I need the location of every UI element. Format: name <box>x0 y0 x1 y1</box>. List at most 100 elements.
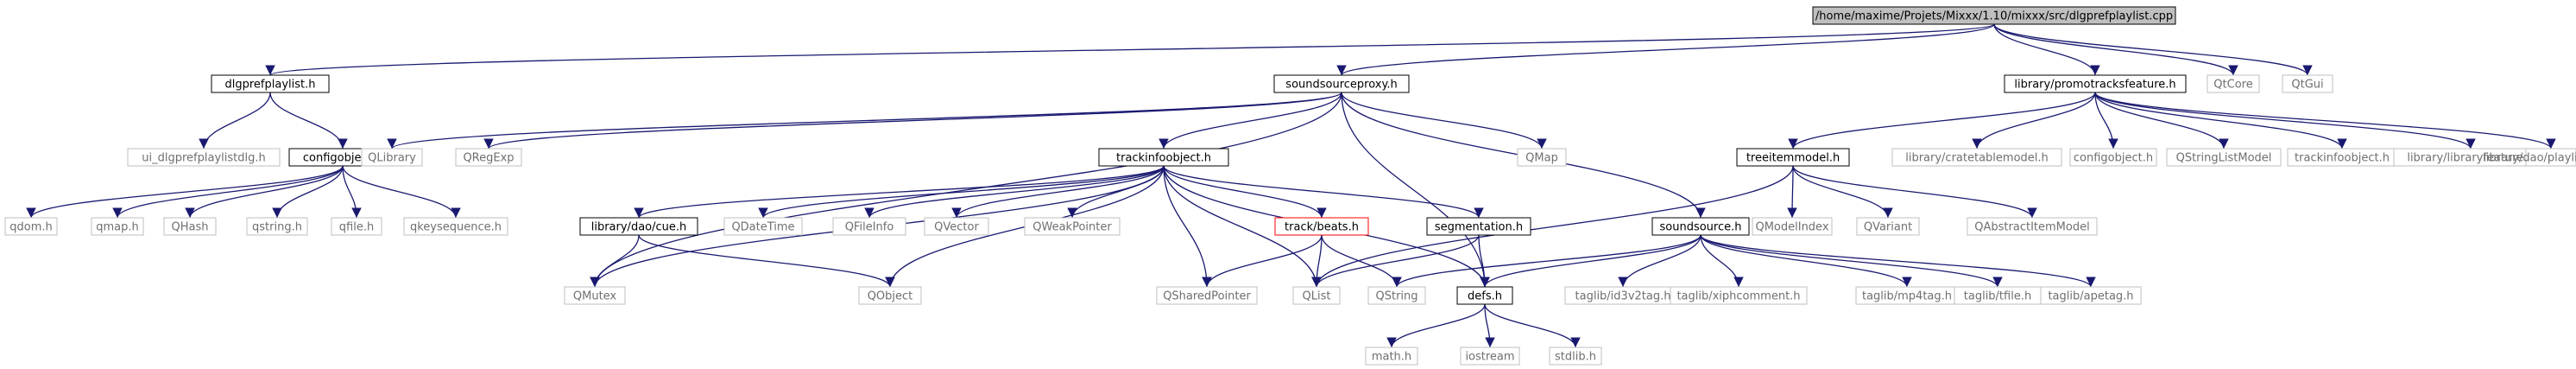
graph-node: stdlib.h <box>1549 347 1602 366</box>
include-edge <box>1700 234 2003 288</box>
node-box <box>2166 148 2282 167</box>
graph-node: QList <box>1292 286 1341 305</box>
node-box <box>127 148 281 167</box>
node-box <box>4 217 58 236</box>
graph-node[interactable]: track/beats.h <box>1274 217 1369 236</box>
graph-node: qkeysequence.h <box>403 217 508 236</box>
graph-node[interactable]: /home/maxime/Projets/Mixxx/1.10/mixxx/sr… <box>1812 6 2176 25</box>
node-label: QMap <box>1525 152 1558 165</box>
node-box <box>723 217 803 236</box>
node-box <box>1752 217 1833 236</box>
node-label: taglib/xiphcomment.h <box>1676 290 1800 303</box>
node-box <box>361 148 423 167</box>
node-label: library/dao/playlistdao.h <box>2483 152 2576 165</box>
graph-node: QFileInfo <box>832 217 906 236</box>
include-edge <box>638 234 895 288</box>
node-label: trackinfoobject.h <box>1116 152 1211 165</box>
graph-node[interactable]: library/dao/cue.h <box>579 217 698 236</box>
graph-node[interactable]: library/promotracksfeature.h <box>2004 74 2187 93</box>
node-label: QObject <box>868 290 913 303</box>
node-label: qstring.h <box>252 221 302 234</box>
graph-node[interactable]: treeitemmodel.h <box>1736 148 1850 167</box>
include-edge <box>1386 303 1486 348</box>
node-box <box>924 217 989 236</box>
node-label: QtCore <box>2213 79 2252 92</box>
node-label: QVariant <box>1864 221 1912 234</box>
graph-node: QVector <box>924 217 989 236</box>
graph-node: library/dao/playlistdao.h <box>2483 148 2576 167</box>
include-edge <box>26 165 344 219</box>
node-label: math.h <box>1372 351 1411 364</box>
node-box <box>246 217 308 236</box>
include-edge <box>1202 234 1323 288</box>
node-box <box>1098 148 1229 167</box>
graph-node[interactable]: dlgprefplaylist.h <box>211 74 330 93</box>
node-box <box>564 286 626 305</box>
graph-node: QtCore <box>2207 74 2260 93</box>
node-label: QtGui <box>2291 79 2323 92</box>
include-edge <box>1480 234 1702 288</box>
graph-node: taglib/apetag.h <box>2040 286 2142 305</box>
include-edge <box>1392 234 1702 288</box>
include-edge <box>1787 165 1797 219</box>
node-label: taglib/tfile.h <box>1964 290 2031 303</box>
node-label: QSharedPointer <box>1163 290 1251 303</box>
include-edge <box>1484 303 1495 348</box>
node-label: soundsourceproxy.h <box>1285 79 1397 92</box>
graph-node: QLibrary <box>361 148 423 167</box>
node-box <box>1549 347 1602 366</box>
node-label: QStringListModel <box>2176 152 2272 165</box>
graph-node[interactable]: segmentation.h <box>1426 217 1531 236</box>
graph-node: taglib/tfile.h <box>1954 286 2042 305</box>
node-box <box>2004 74 2187 93</box>
include-edge <box>1993 23 2100 76</box>
include-edge <box>1311 234 1480 288</box>
node-label: QVector <box>934 221 979 234</box>
graph-node: QWeakPointer <box>1024 217 1121 236</box>
graph-node[interactable]: defs.h <box>1456 286 1513 305</box>
graph-node: QSharedPointer <box>1156 286 1258 305</box>
node-box <box>2069 148 2157 167</box>
include-edge <box>1792 165 2037 219</box>
graph-node: configobject.h <box>2069 148 2157 167</box>
node-label: segmentation.h <box>1435 221 1523 234</box>
node-layer: /home/maxime/Projets/Mixxx/1.10/mixxx/sr… <box>4 6 2576 366</box>
node-label: trackinfoobject.h <box>2295 152 2390 165</box>
node-box <box>403 217 508 236</box>
graph-node: qdom.h <box>4 217 58 236</box>
graph-node: trackinfoobject.h <box>2287 148 2397 167</box>
include-edge <box>342 165 461 219</box>
node-box <box>1367 286 1426 305</box>
include-edge <box>1341 92 1490 288</box>
node-label: QHash <box>172 221 209 234</box>
graph-node[interactable]: trackinfoobject.h <box>1098 148 1229 167</box>
node-label: ui_dlgprefplaylistdlg.h <box>142 152 265 165</box>
node-box <box>2040 286 2142 305</box>
node-box <box>832 217 906 236</box>
graph-node[interactable]: soundsource.h <box>1651 217 1750 236</box>
graph-node: taglib/id3v2tag.h <box>1564 286 1682 305</box>
graph-node: iostream <box>1460 347 1520 366</box>
include-edge <box>758 165 1165 219</box>
node-box <box>2525 148 2576 167</box>
graph-node[interactable]: soundsourceproxy.h <box>1273 74 1410 93</box>
graph-node: QRegExp <box>455 148 522 167</box>
graph-node: QVariant <box>1856 217 1920 236</box>
include-edge <box>590 92 1342 288</box>
include-edge <box>1484 303 1581 348</box>
node-box <box>2207 74 2260 93</box>
node-label: QAbstractItemModel <box>1974 221 2089 234</box>
graph-node: QMap <box>1517 148 1567 167</box>
node-label: stdlib.h <box>1555 351 1596 364</box>
node-box <box>1292 286 1341 305</box>
node-box <box>163 217 217 236</box>
graph-node: QString <box>1367 286 1426 305</box>
graph-node: math.h <box>1365 347 1418 366</box>
edge-layer <box>26 23 2556 348</box>
node-label: track/beats.h <box>1285 221 1359 234</box>
node-label: library/libraryfeature.h <box>2407 152 2534 165</box>
graph-node: qfile.h <box>331 217 382 236</box>
include-edge <box>1163 165 1484 219</box>
include-edge <box>1700 234 1912 288</box>
node-box <box>1274 217 1369 236</box>
